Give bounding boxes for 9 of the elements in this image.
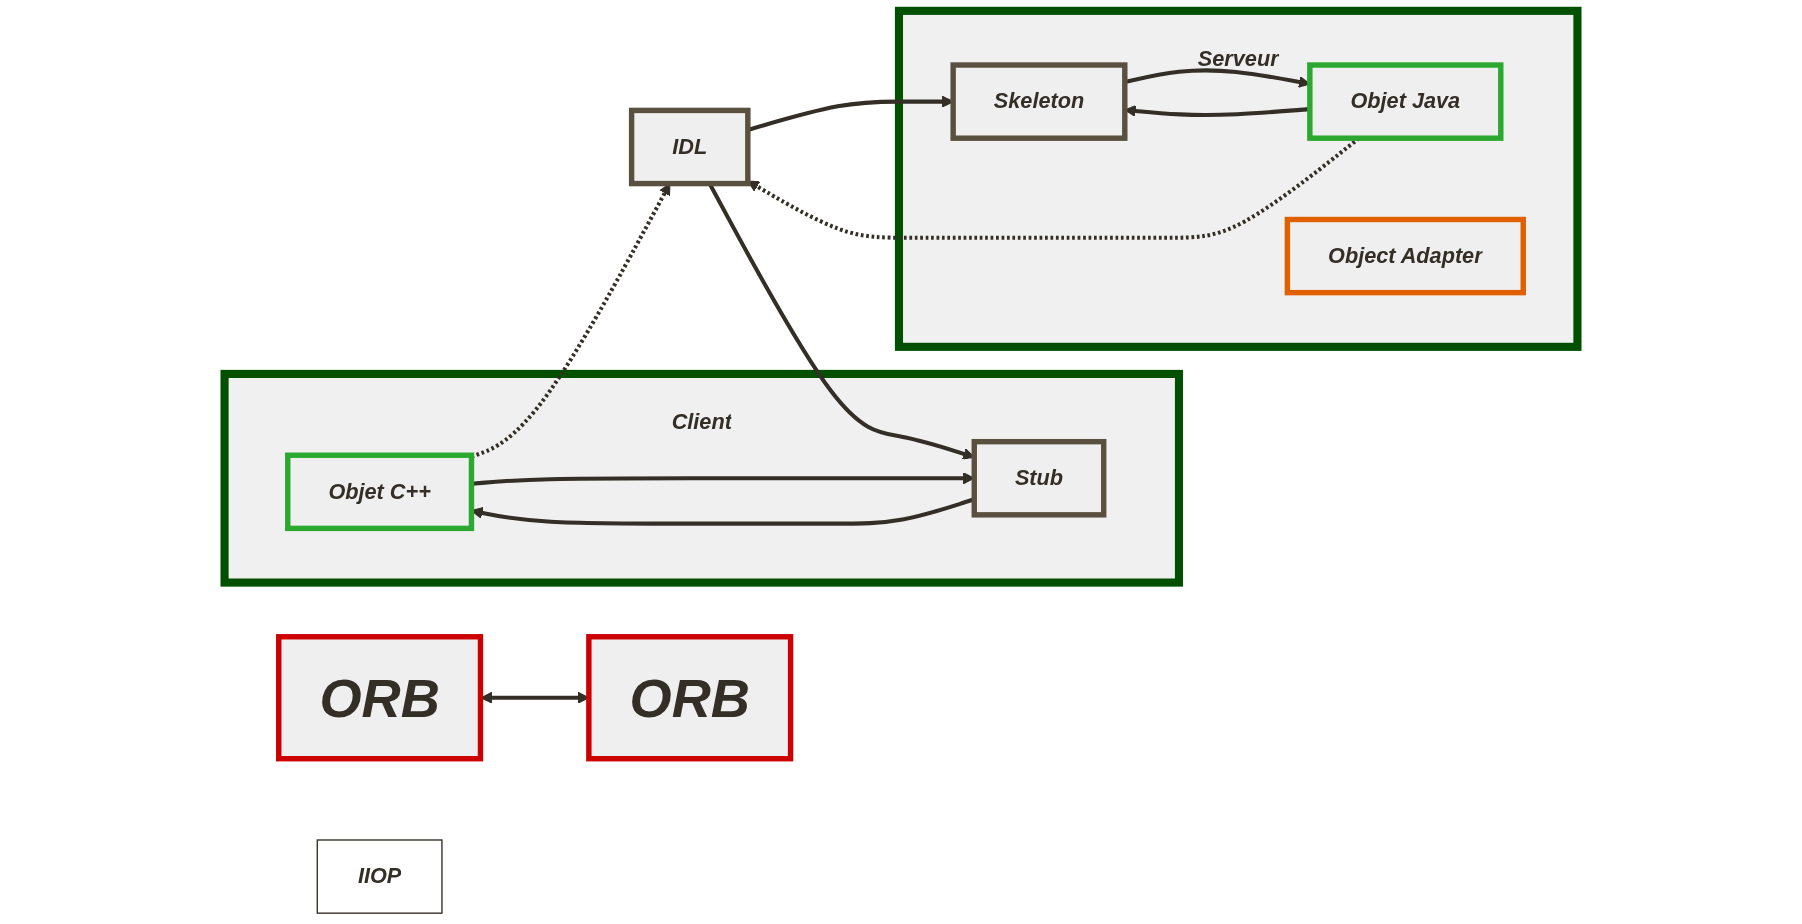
node-box: IDL — [628, 107, 751, 187]
node-box: IIOP — [316, 839, 443, 914]
node-box: Objet C++ — [285, 452, 475, 532]
node-box: Object Adapter — [1284, 216, 1526, 296]
node-box: Objet Java — [1307, 62, 1504, 141]
node-box: Skeleton — [950, 62, 1128, 141]
node-box: ORB — [276, 634, 484, 762]
node-box: ORB — [586, 634, 794, 762]
node-box: Stub — [971, 438, 1107, 518]
